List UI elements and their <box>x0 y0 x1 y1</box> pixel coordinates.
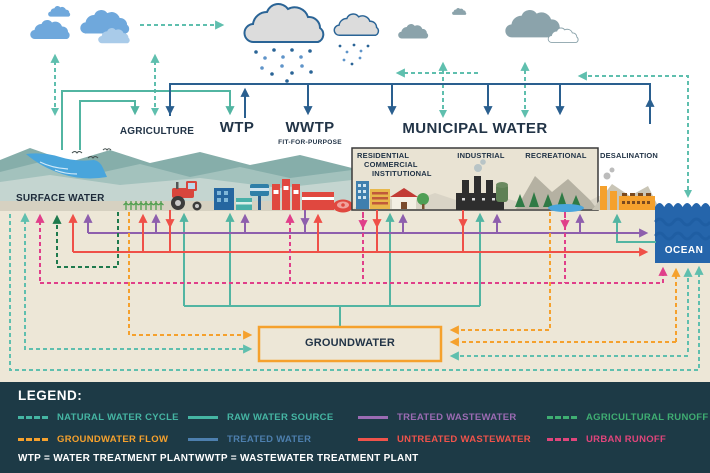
factory-icon <box>456 159 508 210</box>
label-groundwater: GROUNDWATER <box>305 337 395 349</box>
birds-icon <box>71 148 112 159</box>
wtp-plant-icon <box>214 184 269 210</box>
untreated-wastewater-lines <box>68 210 649 257</box>
legend-label: NATURAL WATER CYCLE <box>57 412 179 423</box>
legend-background <box>0 382 710 473</box>
label-recreational: RECREATIONAL <box>525 151 587 160</box>
groundwater-flow-lines <box>128 212 681 347</box>
legend-item-natural-water-cycle: NATURAL WATER CYCLE <box>18 412 179 423</box>
urban-runoff-lines <box>35 212 668 284</box>
legend-item-groundwater-flow: GROUNDWATER FLOW <box>18 434 168 445</box>
legend-item-treated-water: TREATED WATER <box>188 434 311 445</box>
legend-item-untreated-wastewater: UNTREATED WASTEWATER <box>358 434 531 445</box>
tractor-icon <box>171 181 202 211</box>
legend-item-raw-water-source: RAW WATER SOURCE <box>188 412 333 423</box>
city-buildings-icon <box>356 181 429 209</box>
legend-item-urban-runoff: URBAN RUNOFF <box>547 434 666 445</box>
label-commercial: COMMERCIAL <box>364 160 418 169</box>
abbreviation-wwtp: WWTP = WASTEWATER TREATMENT PLANT <box>195 453 419 464</box>
legend-swatch-natural-water-cycle <box>18 416 48 419</box>
wwtp-plant-icon <box>272 179 353 213</box>
clouds <box>30 3 579 44</box>
ocean <box>653 203 710 263</box>
legend-label: AGRICULTURAL RUNOFF <box>586 412 709 423</box>
legend-label: RAW WATER SOURCE <box>227 412 334 423</box>
natural-water-cycle-lines <box>9 20 704 371</box>
raw-water-source-lines <box>61 90 656 326</box>
legend-swatch-groundwater-flow <box>18 438 48 441</box>
park-lake-icon <box>515 176 597 212</box>
rain-icon <box>254 43 370 83</box>
label-institutional: INSTITUTIONAL <box>372 169 432 178</box>
label-desalination: DESALINATION <box>599 151 659 160</box>
desalination-plant-icon <box>592 167 660 210</box>
legend-label: UNTREATED WASTEWATER <box>397 434 531 445</box>
label-surface-water: SURFACE WATER <box>16 193 105 204</box>
label-wwtp-subtitle: FIT-FOR-PURPOSE <box>278 139 342 146</box>
legend-title: LEGEND: <box>18 388 83 403</box>
legend-label: TREATED WASTEWATER <box>397 412 517 423</box>
legend-swatch-raw-water-source <box>188 416 218 419</box>
treated-water-lines <box>165 83 655 124</box>
label-residential: RESIDENTIAL <box>357 151 410 160</box>
legend-item-agricultural-runoff: AGRICULTURAL RUNOFF <box>547 412 709 423</box>
treated-wastewater-lines <box>83 210 649 238</box>
groundwater-box <box>257 325 443 363</box>
legend-item-treated-wastewater: TREATED WASTEWATER <box>358 412 517 423</box>
river-icon <box>26 153 107 179</box>
label-ocean: OCEAN <box>664 245 704 256</box>
label-municipal-water: MUNICIPAL WATER <box>402 120 548 137</box>
legend-swatch-agricultural-runoff <box>547 416 577 419</box>
legend-swatch-treated-wastewater <box>358 416 388 419</box>
label-agriculture: AGRICULTURE <box>119 126 195 137</box>
legend-swatch-treated-water <box>188 438 218 441</box>
label-wwtp: WWTP <box>285 119 335 136</box>
legend-label: GROUNDWATER FLOW <box>57 434 169 445</box>
legend-label: TREATED WATER <box>227 434 312 445</box>
legend-label: URBAN RUNOFF <box>586 434 667 445</box>
crops-icon <box>123 201 164 210</box>
legend-swatch-urban-runoff <box>547 438 577 441</box>
abbreviation-wtp: WTP = WATER TREATMENT PLANT <box>18 453 195 464</box>
legend-swatch-untreated-wastewater <box>358 438 388 441</box>
label-industrial: INDUSTRIAL <box>457 151 505 160</box>
agricultural-runoff-lines <box>52 212 119 268</box>
label-wtp: WTP <box>219 119 255 136</box>
